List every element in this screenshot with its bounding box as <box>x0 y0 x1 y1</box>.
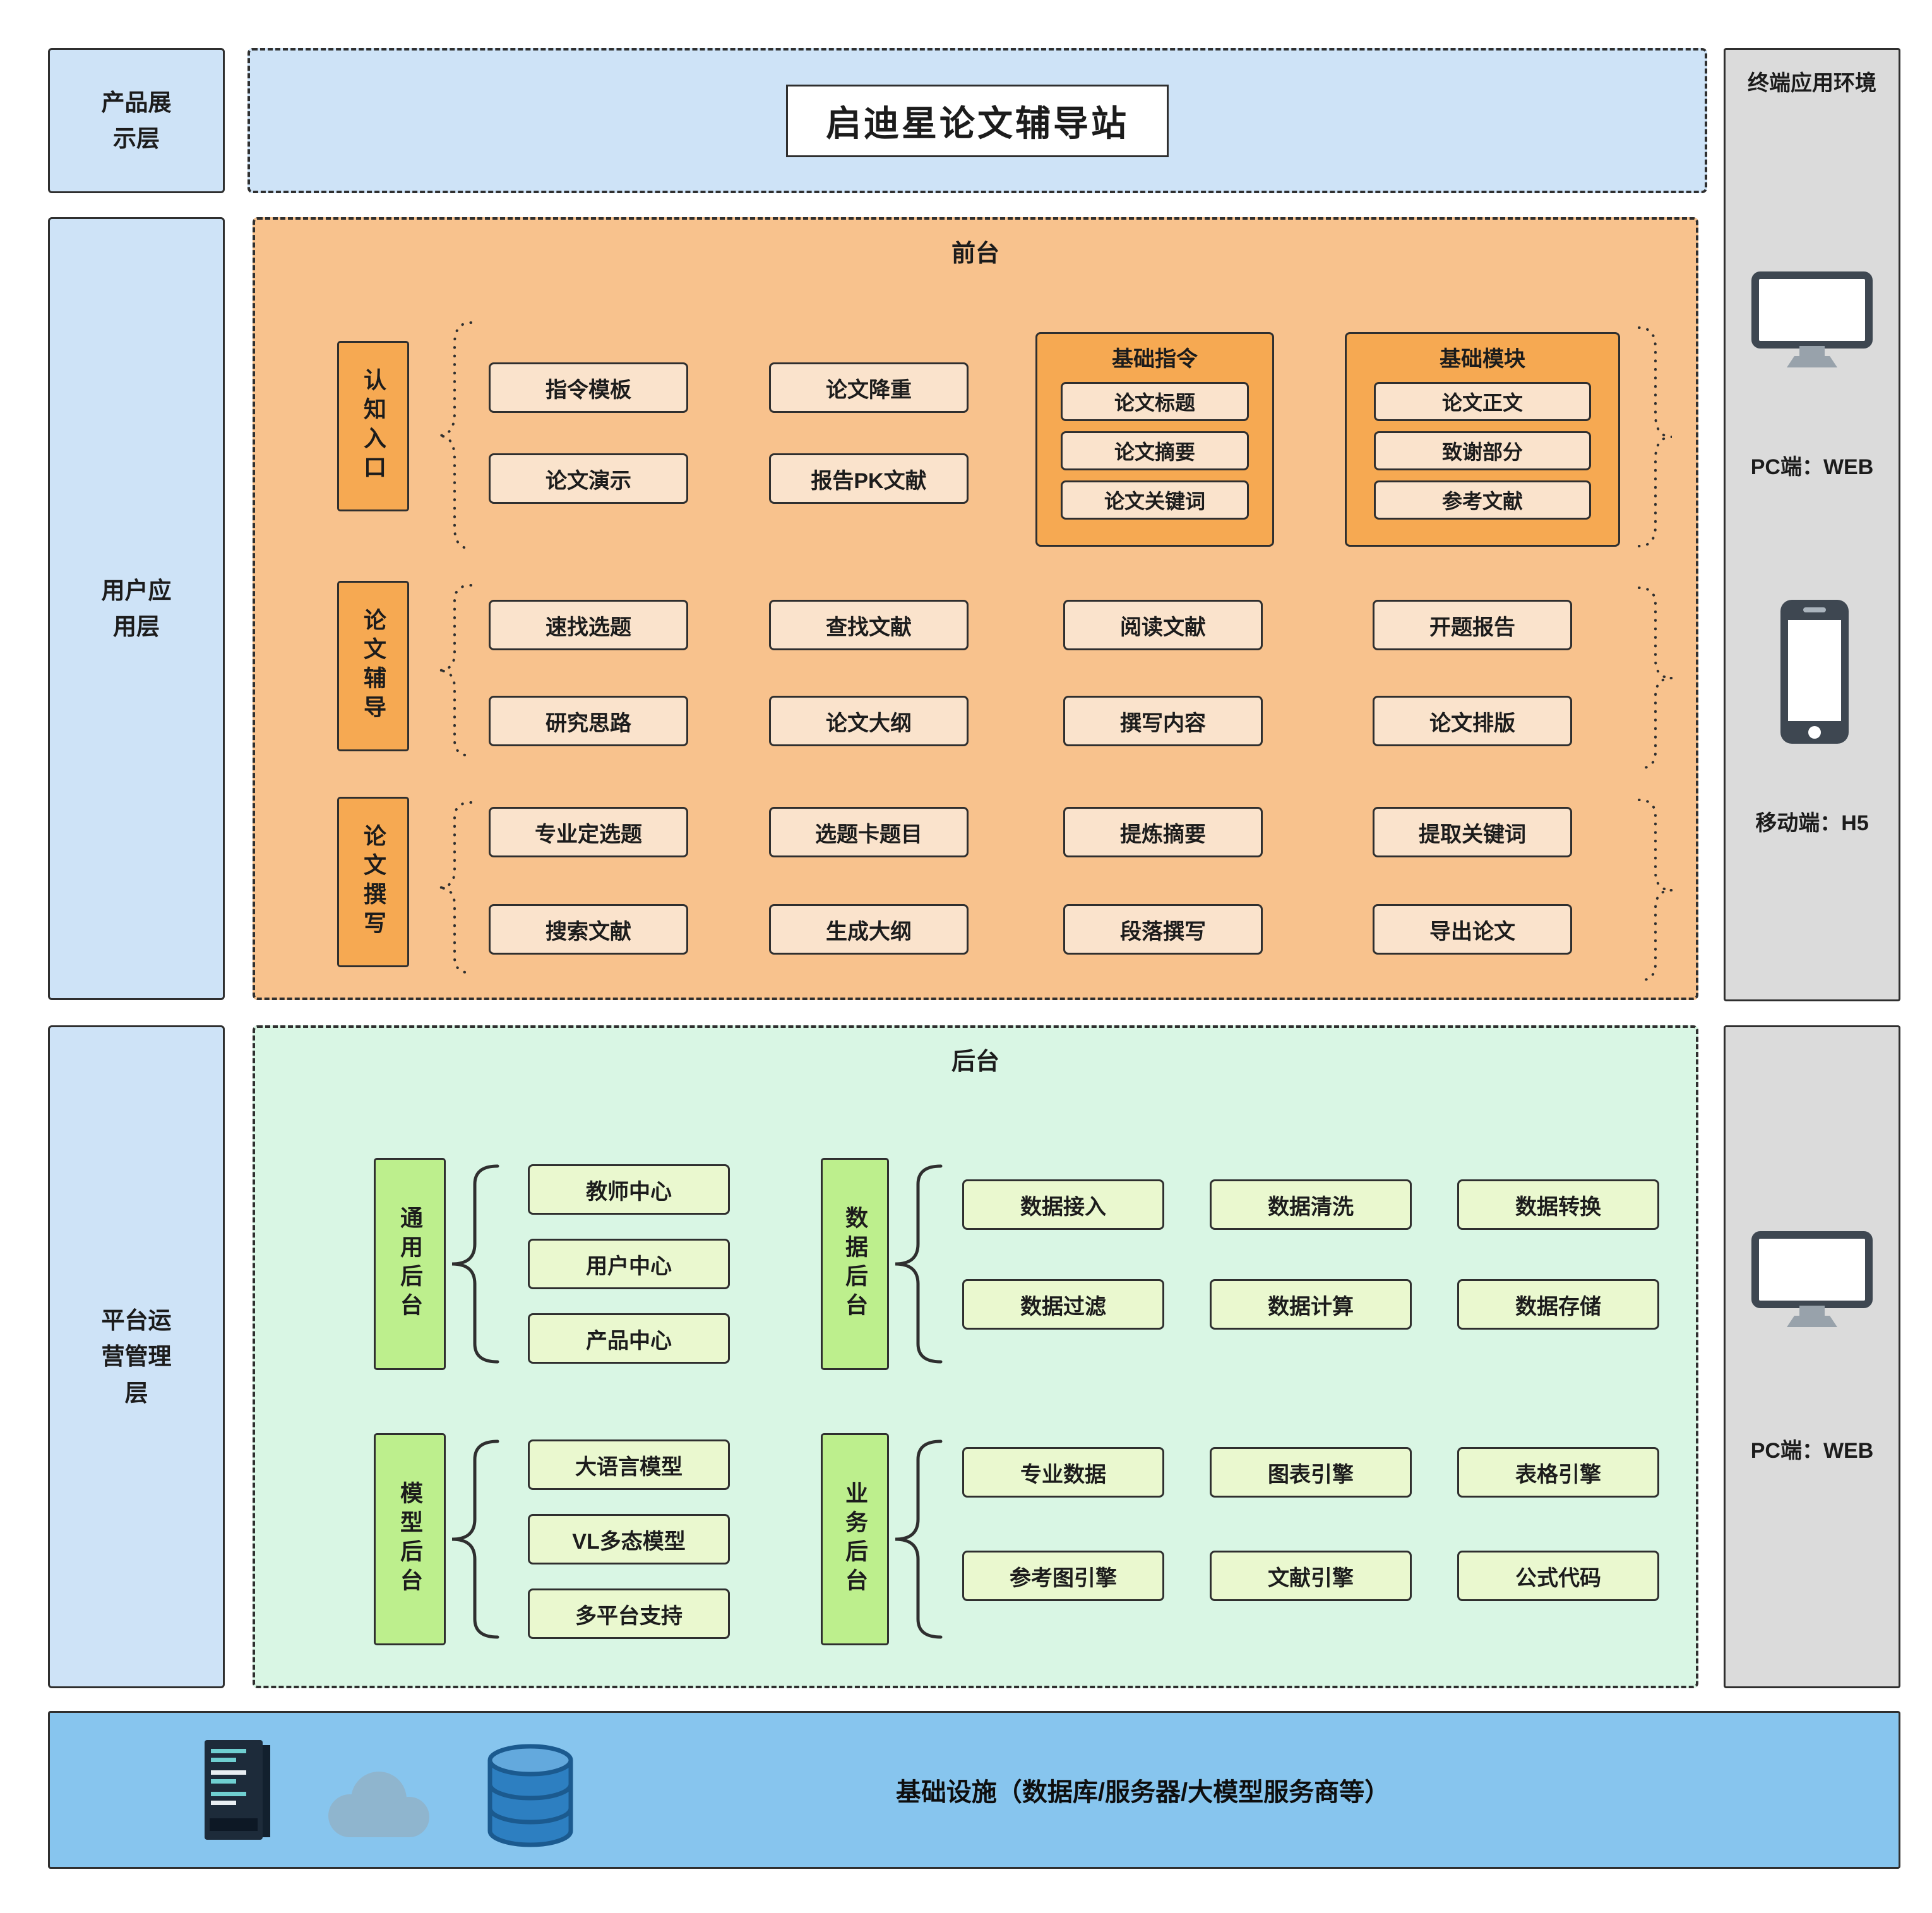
basic-modules-title: 基础模块 <box>1440 347 1525 371</box>
monitor-icon <box>1751 271 1873 367</box>
group-label-data-backend: 数据后台 <box>821 1158 889 1370</box>
item-box: 论文标题 <box>1061 382 1249 421</box>
item-box: 提取关键词 <box>1373 807 1572 857</box>
group-label-paper-tutoring: 论文辅导 <box>337 581 409 751</box>
item-box: 数据清洗 <box>1210 1179 1412 1230</box>
item-box: 速找选题 <box>489 600 688 650</box>
server-icon <box>205 1740 270 1840</box>
item-box: 段落撰写 <box>1063 904 1263 955</box>
basic-commands-group: 基础指令 论文标题 论文摘要 论文关键词 <box>1035 332 1274 547</box>
title-panel: 启迪星论文辅导站 <box>247 48 1707 193</box>
curly-brace <box>451 1164 499 1364</box>
item-box: 论文关键词 <box>1061 480 1249 520</box>
cloud-icon <box>328 1772 429 1837</box>
item-box: 论文排版 <box>1373 696 1572 746</box>
item-box: 论文大纲 <box>769 696 969 746</box>
item-box: 数据存储 <box>1457 1279 1659 1330</box>
basic-modules-group: 基础模块 论文正文 致谢部分 参考文献 <box>1345 332 1620 547</box>
curly-brace <box>1638 326 1673 547</box>
page-title: 启迪星论文辅导站 <box>786 84 1169 157</box>
item-box: 数据计算 <box>1210 1279 1412 1330</box>
smartphone-icon <box>1780 600 1849 744</box>
item-box: 多平台支持 <box>528 1588 730 1639</box>
item-box: 专业数据 <box>962 1447 1164 1498</box>
item-box: 公式代码 <box>1457 1551 1659 1601</box>
curly-brace <box>438 321 472 550</box>
curly-brace <box>438 801 472 974</box>
item-box: 参考图引擎 <box>962 1551 1164 1601</box>
item-box: VL多态模型 <box>528 1514 730 1564</box>
item-box: 论文降重 <box>769 362 969 413</box>
terminal-env-title: 终端应用环境 <box>1748 71 1876 95</box>
item-box: 查找文献 <box>769 600 969 650</box>
item-box: 图表引擎 <box>1210 1447 1412 1498</box>
group-label-business-backend: 业务后台 <box>821 1433 889 1645</box>
item-box: 数据转换 <box>1457 1179 1659 1230</box>
item-box: 表格引擎 <box>1457 1447 1659 1498</box>
item-box: 致谢部分 <box>1374 431 1591 470</box>
item-box: 选题卡题目 <box>769 807 969 857</box>
curly-brace <box>1638 799 1673 982</box>
item-box: 研究思路 <box>489 696 688 746</box>
layer-user-application: 用户应 用层 <box>48 217 225 1000</box>
terminal-env-panel <box>1724 48 1900 1001</box>
group-label-general-backend: 通用后台 <box>374 1158 446 1370</box>
basic-commands-title: 基础指令 <box>1112 347 1198 371</box>
infrastructure-label: 基础设施（数据库/服务器/大模型服务商等） <box>895 1779 1390 1806</box>
group-label-model-backend: 模型后台 <box>374 1433 446 1645</box>
item-box: 专业定选题 <box>489 807 688 857</box>
item-box: 数据接入 <box>962 1179 1164 1230</box>
item-box: 开题报告 <box>1373 600 1572 650</box>
pc-web-label: PC端：WEB <box>1750 1439 1874 1463</box>
item-box: 用户中心 <box>528 1239 730 1289</box>
item-box: 论文正文 <box>1374 382 1591 421</box>
mobile-h5-label: 移动端：H5 <box>1755 811 1869 835</box>
item-box: 产品中心 <box>528 1313 730 1364</box>
curly-brace <box>451 1439 499 1639</box>
item-box: 生成大纲 <box>769 904 969 955</box>
layer-platform-ops: 平台运 营管理 层 <box>48 1025 225 1688</box>
item-box: 论文摘要 <box>1061 431 1249 470</box>
item-box: 教师中心 <box>528 1164 730 1215</box>
layer-product-display: 产品展 示层 <box>48 48 225 193</box>
database-icon <box>487 1744 573 1847</box>
item-box: 大语言模型 <box>528 1439 730 1490</box>
item-box: 撰写内容 <box>1063 696 1263 746</box>
item-box: 提炼摘要 <box>1063 807 1263 857</box>
curly-brace <box>438 584 472 757</box>
curly-brace <box>1638 587 1673 770</box>
backend-panel-label: 后台 <box>951 1049 999 1075</box>
item-box: 报告PK文献 <box>769 453 969 504</box>
item-box: 论文演示 <box>489 453 688 504</box>
item-box: 数据过滤 <box>962 1279 1164 1330</box>
group-label-paper-writing: 论文撰写 <box>337 797 409 967</box>
item-box: 阅读文献 <box>1063 600 1263 650</box>
item-box: 文献引擎 <box>1210 1551 1412 1601</box>
frontend-panel-label: 前台 <box>951 241 999 267</box>
group-label-cognition-entry: 认知入口 <box>337 341 409 511</box>
item-box: 搜索文献 <box>489 904 688 955</box>
pc-web-label: PC端：WEB <box>1750 455 1874 479</box>
pc-env-panel <box>1724 1025 1900 1688</box>
item-box: 导出论文 <box>1373 904 1572 955</box>
item-box: 参考文献 <box>1374 480 1591 520</box>
curly-brace <box>895 1164 943 1364</box>
curly-brace <box>895 1439 943 1639</box>
monitor-icon <box>1751 1231 1873 1327</box>
item-box: 指令模板 <box>489 362 688 413</box>
